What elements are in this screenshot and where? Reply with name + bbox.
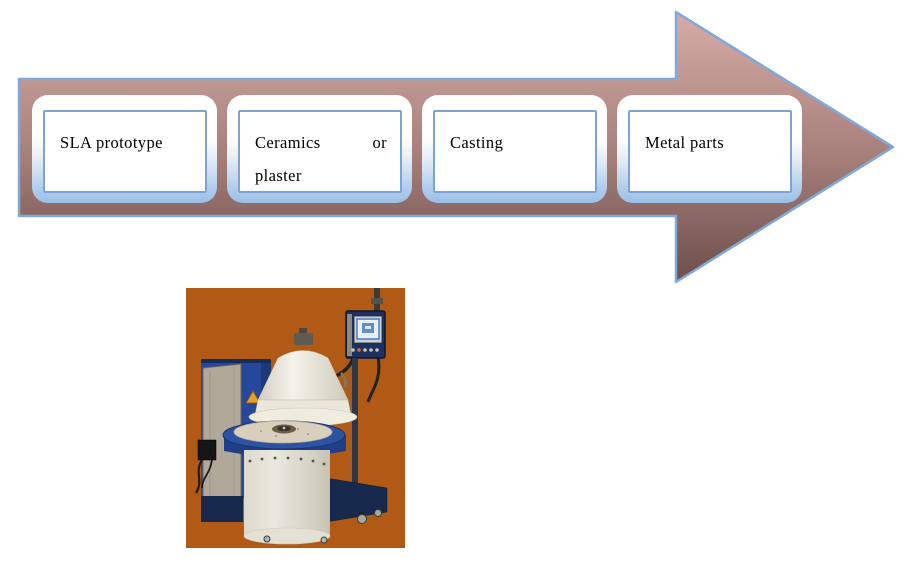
step-box-casting: Casting (422, 95, 607, 203)
machine-base (201, 477, 388, 523)
step-label-part: plaster (255, 166, 302, 185)
drum-bolts (248, 456, 326, 466)
step-label-line1: Ceramics or (255, 126, 387, 159)
hood (248, 328, 358, 427)
machine-photo (186, 288, 405, 548)
step-label-part: or (372, 133, 387, 152)
power-cable (195, 459, 203, 494)
panel-buttons (351, 348, 379, 352)
drum (243, 450, 331, 545)
step-label-line2: plaster (255, 159, 387, 192)
step-label: SLA prototype (60, 133, 163, 152)
step-box-metal-parts: Metal parts (617, 95, 802, 203)
mounting-pole (371, 288, 383, 314)
step-label: Casting (450, 133, 504, 152)
step-box-ceramics-or-plaster: Ceramics or plaster (227, 95, 412, 203)
support-post (352, 358, 358, 483)
step-box-inner: SLA prototype (43, 110, 207, 193)
hood-handle (340, 372, 347, 388)
caster-wheels (263, 509, 382, 544)
panel-cable (366, 355, 381, 403)
control-panel (345, 310, 386, 359)
step-box-inner: Metal parts (628, 110, 792, 193)
panel-hinge (347, 314, 352, 356)
step-box-inner: Casting (433, 110, 597, 193)
step-label: Metal parts (645, 133, 725, 152)
power-cable (201, 459, 213, 489)
step-box-inner: Ceramics or plaster (238, 110, 402, 193)
step-label-part: Ceramics (255, 133, 321, 152)
power-box (195, 439, 217, 494)
step-box-sla-prototype: SLA prototype (32, 95, 217, 203)
cabinet (201, 359, 271, 515)
warning-triangle-icon (245, 390, 261, 404)
machine-illustration (186, 288, 405, 548)
